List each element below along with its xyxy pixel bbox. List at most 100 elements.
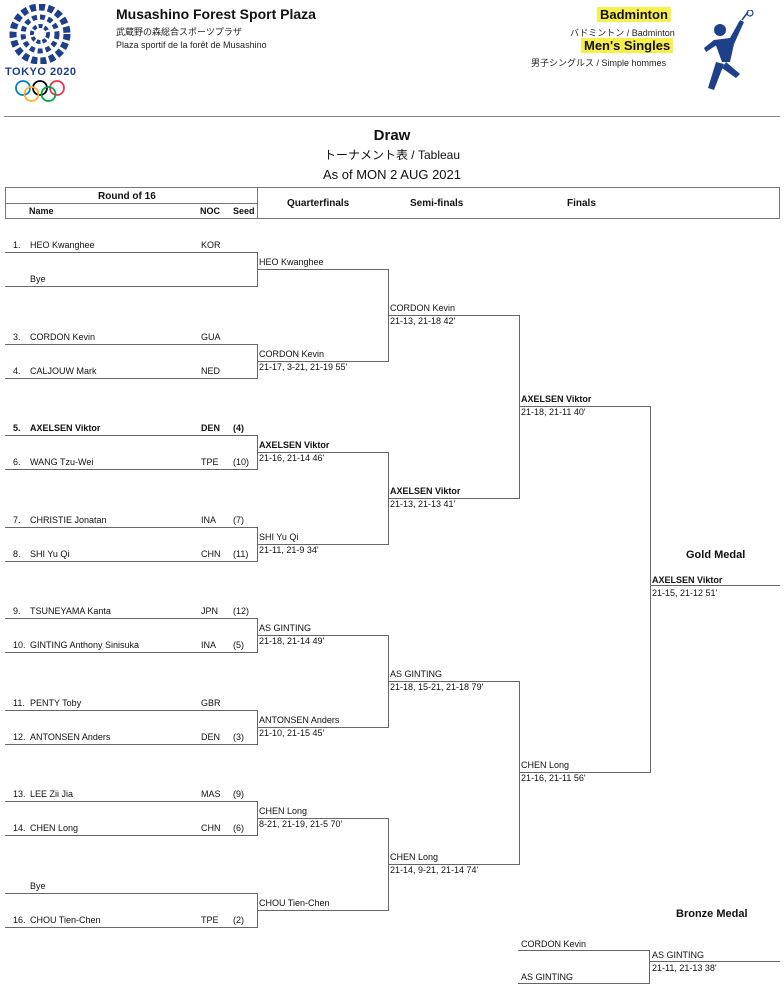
r16-pos: 7.	[13, 514, 21, 525]
sf-score: 21-18, 15-21, 21-18 79'	[390, 681, 484, 692]
qf-name: ANTONSEN Anders	[259, 714, 340, 725]
r16-pos: 8.	[13, 548, 21, 559]
r16-noc: GUA	[201, 331, 221, 342]
r16-pos: 13.	[13, 789, 26, 799]
qf-score: 21-11, 21-9 34'	[259, 544, 319, 555]
as-of-date: As of MON 2 AUG 2021	[322, 167, 461, 182]
sport-label: Badminton	[597, 7, 671, 22]
r16-line	[5, 526, 257, 528]
r16-name: AXELSEN Viktor	[30, 423, 101, 433]
sf-line	[388, 863, 519, 865]
bronze-winner-line	[650, 961, 780, 962]
r16-seed: (7)	[233, 514, 244, 525]
qf-score: 21-18, 21-14 49'	[259, 636, 325, 646]
badminton-pictogram-icon	[700, 9, 756, 102]
qf-line	[257, 543, 388, 545]
bronze-player2: AS GINTING	[521, 972, 574, 982]
r16-pos: 4.	[13, 365, 21, 376]
r16-line	[5, 743, 257, 745]
qf-name: AXELSEN Viktor	[259, 440, 330, 450]
r16-seed: (2)	[233, 914, 244, 925]
qf-name: AS GINTING	[259, 623, 312, 633]
gold-medal-score: 21-15, 21-12 51'	[652, 588, 718, 598]
r16-line	[5, 892, 257, 894]
final-score: 21-16, 21-11 56'	[521, 773, 586, 784]
r16-line	[5, 252, 257, 253]
seed-header: Seed	[233, 206, 255, 216]
r16-name: CHOU Tien-Chen	[30, 914, 101, 925]
bronze-connector	[649, 950, 650, 984]
qf-score: 21-10, 21-15 45'	[259, 727, 325, 738]
noc-header: NOC	[200, 206, 220, 216]
r16-seed: (10)	[233, 457, 250, 467]
r16-pos: 16.	[13, 914, 26, 925]
r16-line	[5, 926, 257, 928]
qf-line	[257, 452, 388, 453]
bronze-medal-label: Bronze Medal	[676, 908, 748, 920]
r16-noc: DEN	[201, 423, 221, 433]
r16-pos: 11.	[13, 697, 25, 708]
final-score: 21-18, 21-11 40'	[521, 407, 586, 418]
quarterfinals-header: Quarterfinals	[287, 198, 350, 209]
r16-line	[5, 286, 257, 287]
final-line	[519, 772, 650, 774]
r16-seed: (6)	[233, 823, 244, 833]
venue-french: Plaza sportif de la forêt de Musashino	[116, 40, 267, 50]
r16-pos: 6.	[13, 457, 21, 467]
r16-name: CHRISTIE Jonatan	[30, 514, 107, 525]
sport-multilingual: バドミントン / Badminton	[570, 28, 675, 38]
r16-pos: 12.	[13, 731, 26, 742]
r16-noc: MAS	[201, 789, 221, 799]
r16-noc: NED	[201, 365, 221, 376]
r16-line	[5, 377, 257, 379]
qf-name: SHI Yu Qi	[259, 531, 299, 542]
qf-score: 21-17, 3-21, 21-19 55'	[259, 361, 348, 372]
sf-score: 21-13, 21-18 42'	[390, 315, 456, 326]
sf-line	[388, 497, 519, 499]
r16-pos: 9.	[13, 606, 21, 616]
qf-score: 8-21, 21-19, 21-5 70'	[259, 819, 343, 829]
r16-pos: 1.	[13, 240, 21, 250]
gold-line	[650, 585, 780, 586]
tokyo2020-emblem-icon	[8, 3, 72, 65]
venue-japanese: 武蔵野の森総合スポーツプラザ	[116, 27, 242, 37]
r16-noc: TPE	[201, 914, 219, 925]
venue-title: Musashino Forest Sport Plaza	[116, 6, 316, 22]
qf-name: CORDON Kevin	[259, 348, 325, 359]
r16-noc: DEN	[201, 731, 221, 742]
bronze-player1: CORDON Kevin	[521, 939, 587, 949]
r16-name: GINTING Anthony Sinisuka	[30, 640, 140, 650]
bronze-line-bottom	[518, 983, 650, 984]
page-title: Draw	[373, 127, 411, 144]
r16-name: CHEN Long	[30, 823, 79, 833]
r16-noc: INA	[201, 640, 217, 650]
r16-seed: (4)	[233, 423, 244, 433]
r16-noc: CHN	[201, 548, 221, 559]
r16-line	[5, 469, 257, 470]
sf-score: 21-14, 9-21, 21-14 74'	[390, 864, 479, 875]
r16-line	[5, 835, 257, 836]
r16-line	[5, 652, 257, 653]
qf-score: 21-16, 21-14 46'	[259, 453, 325, 463]
r16-pos: 10.	[13, 640, 26, 650]
final-line	[519, 406, 650, 408]
r16-noc: GBR	[201, 697, 221, 708]
r16-line	[5, 560, 257, 562]
r16-seed: (12)	[233, 606, 250, 616]
sf-name: AXELSEN Viktor	[390, 485, 461, 496]
qf-line	[257, 269, 388, 270]
event-multilingual: 男子シングルス / Simple hommes	[531, 58, 667, 68]
bronze-score: 21-11, 21-13 38'	[652, 963, 717, 973]
finals-header: Finals	[567, 198, 596, 209]
qf-line	[257, 726, 388, 728]
r16-name: CALJOUW Mark	[30, 365, 97, 376]
final-connector	[650, 406, 651, 774]
logo-text: TOKYO 2020	[5, 66, 77, 78]
semifinals-header: Semi-finals	[410, 198, 464, 209]
r16-pos: 14.	[13, 823, 26, 833]
qf-name: CHOU Tien-Chen	[259, 897, 330, 908]
r16-name: TSUNEYAMA Kanta	[30, 606, 111, 616]
round16-header: Round of 16	[98, 191, 156, 202]
sf-name: AS GINTING	[390, 668, 443, 679]
r16-line	[5, 801, 257, 802]
